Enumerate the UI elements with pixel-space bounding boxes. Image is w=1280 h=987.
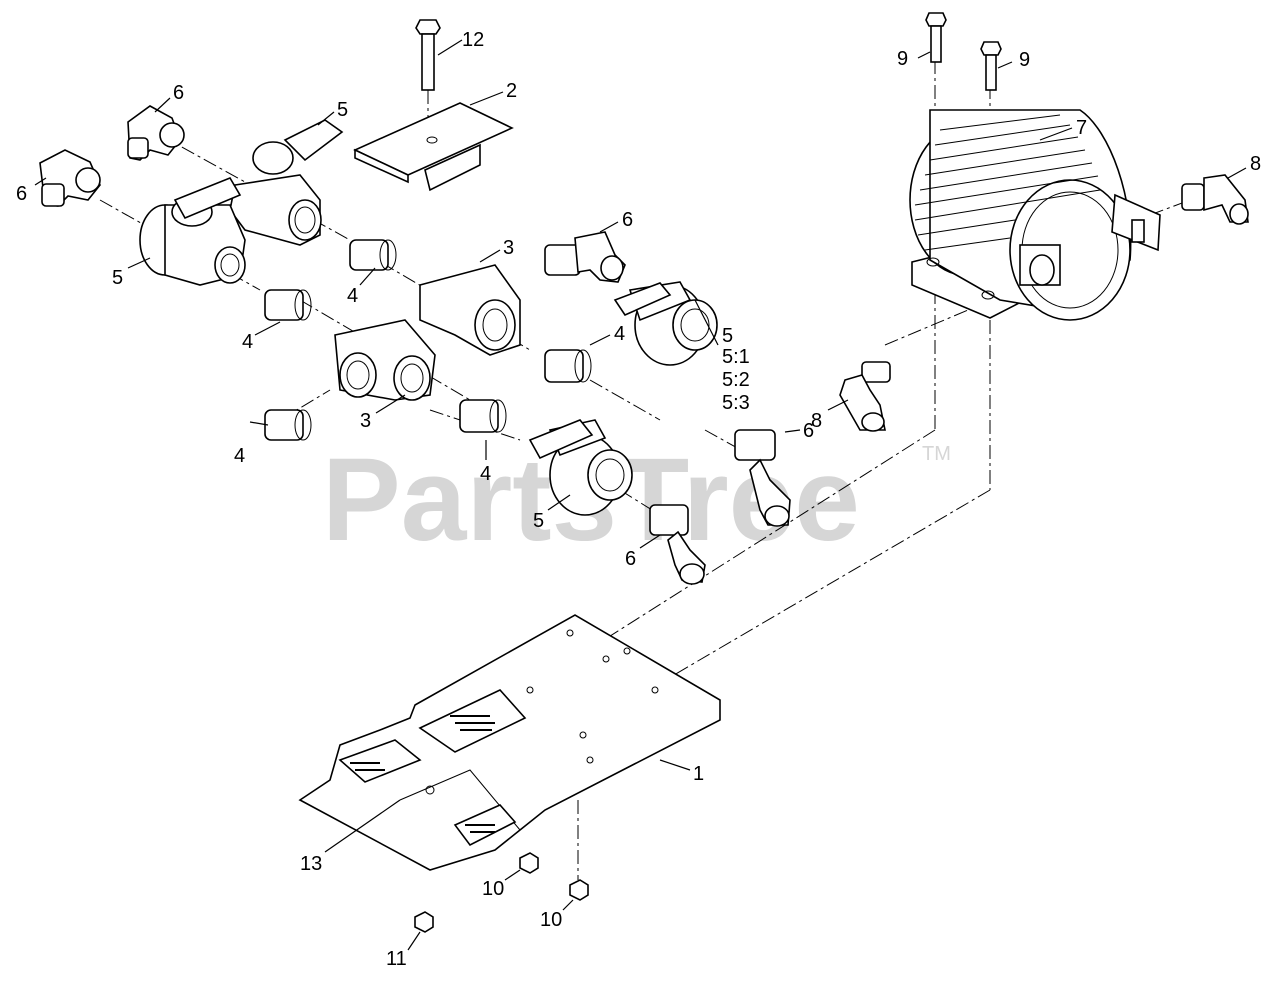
part-10-nut-b[interactable] xyxy=(569,879,589,901)
part-9-bolt-a[interactable] xyxy=(925,12,947,63)
part-4-nipple-d[interactable] xyxy=(264,409,312,441)
callout-10: 10 xyxy=(540,909,562,931)
callout-2: 2 xyxy=(506,80,517,102)
part-4-nipple-b[interactable] xyxy=(264,289,312,321)
callout-4: 4 xyxy=(242,331,253,353)
part-5-valve-right[interactable] xyxy=(613,281,718,366)
callout-8: 8 xyxy=(811,410,822,432)
callout-3: 3 xyxy=(503,237,514,259)
callout-6: 6 xyxy=(622,209,633,231)
part-9-bolt-b[interactable] xyxy=(980,41,1002,91)
callout-4: 4 xyxy=(234,445,245,467)
part-7-pump-motor[interactable] xyxy=(909,109,1161,321)
part-1-base-plate[interactable] xyxy=(298,614,721,871)
callout-5-3: 5:3 xyxy=(722,392,750,414)
callout-6: 6 xyxy=(173,82,184,104)
part-6-elbow-left[interactable] xyxy=(39,149,101,207)
part-6-elbow-top[interactable] xyxy=(127,105,185,161)
callout-13: 13 xyxy=(300,853,322,875)
part-4-nipple-a[interactable] xyxy=(349,239,397,271)
callout-5: 5 xyxy=(337,99,348,121)
part-12-bolt[interactable] xyxy=(415,19,441,91)
callout-4: 4 xyxy=(614,323,625,345)
part-6-elbow-bottom[interactable] xyxy=(649,504,706,585)
callout-1: 1 xyxy=(693,763,704,785)
callout-6: 6 xyxy=(16,183,27,205)
callout-3: 3 xyxy=(360,410,371,432)
callout-5: 5 xyxy=(722,325,733,347)
part-8-elbow-right[interactable] xyxy=(1181,174,1249,225)
part-8-elbow-left[interactable] xyxy=(839,361,891,432)
callout-5-1: 5:1 xyxy=(722,346,750,368)
callout-9: 9 xyxy=(1019,49,1030,71)
callout-6: 6 xyxy=(803,420,814,442)
part-5-valve-top[interactable] xyxy=(229,119,344,246)
callout-11: 11 xyxy=(386,948,407,970)
callout-5: 5 xyxy=(112,267,123,289)
part-3-tee-lower[interactable] xyxy=(334,319,436,401)
part-11-nut[interactable] xyxy=(414,911,434,933)
callout-5-2: 5:2 xyxy=(722,369,750,391)
watermark-trademark: TM xyxy=(922,443,951,465)
part-5-valve-left[interactable] xyxy=(139,177,246,286)
leader-lines xyxy=(34,39,1247,951)
label-lines xyxy=(350,715,495,833)
part-5-valve-bottom[interactable] xyxy=(528,419,633,516)
part-2-bracket[interactable] xyxy=(353,102,514,192)
callout-12: 12 xyxy=(462,29,484,51)
callout-4: 4 xyxy=(347,285,358,307)
callout-9: 9 xyxy=(897,48,908,70)
callout-5: 5 xyxy=(533,510,544,532)
part-4-nipple-e[interactable] xyxy=(459,399,507,433)
part-6-elbow-middle[interactable] xyxy=(544,231,626,283)
part-3-tee-upper[interactable] xyxy=(419,264,521,356)
part-6-elbow-lower-right[interactable] xyxy=(734,429,791,527)
callout-10: 10 xyxy=(482,878,504,900)
callout-8: 8 xyxy=(1250,153,1261,175)
part-10-nut-a[interactable] xyxy=(519,852,539,874)
part-4-nipple-c[interactable] xyxy=(544,349,592,383)
callout-labels: 12 2 9 9 7 8 6 5 6 5 3 6 4 4 4 5 5:1 5:2… xyxy=(16,29,1261,970)
callout-7: 7 xyxy=(1076,117,1087,139)
callout-6: 6 xyxy=(625,548,636,570)
callout-4: 4 xyxy=(480,463,491,485)
